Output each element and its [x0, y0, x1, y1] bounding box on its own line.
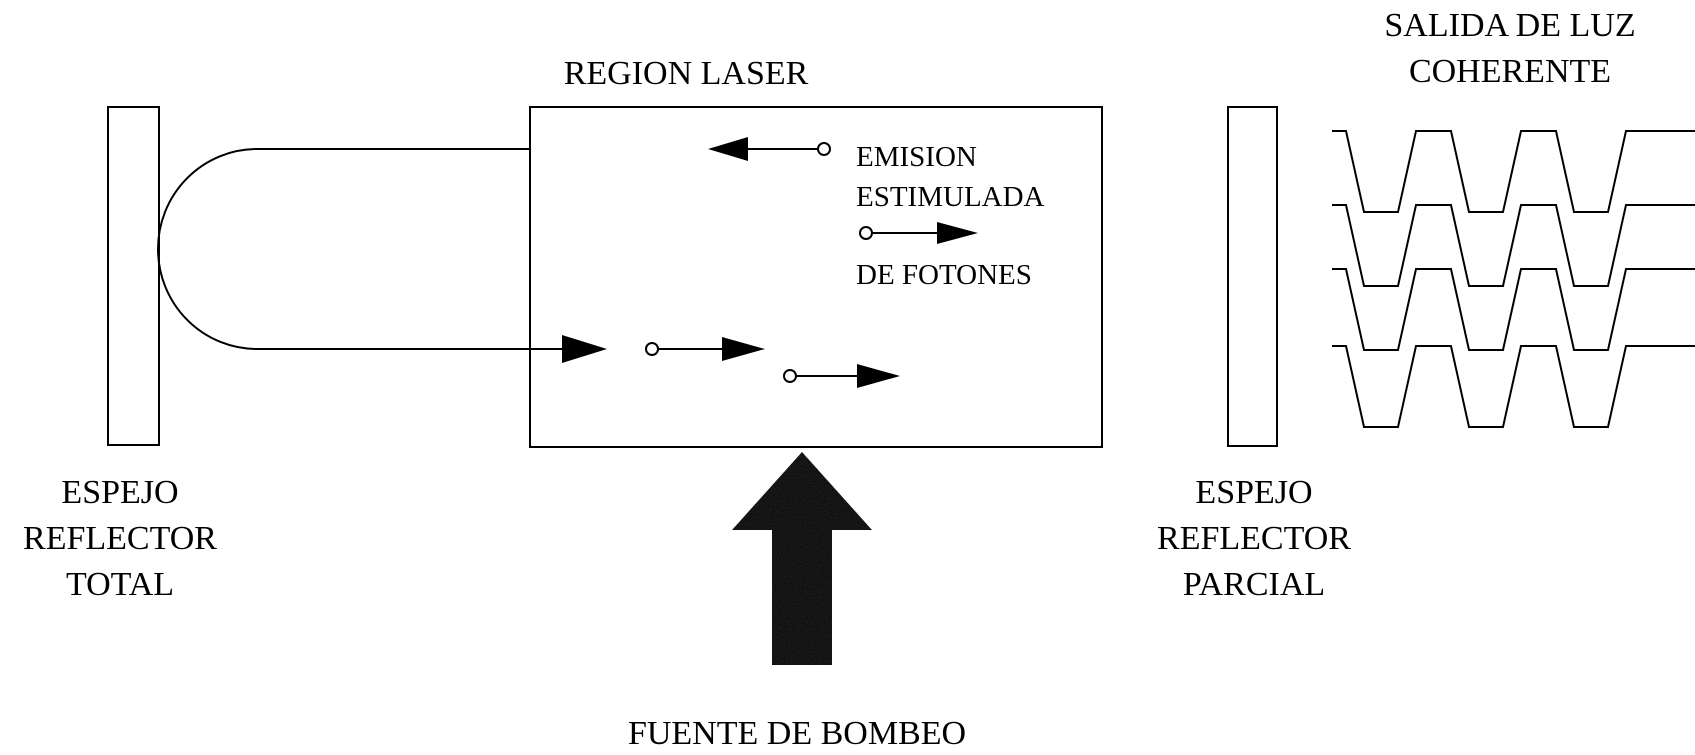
pump-label: FUENTE DE BOMBEO	[628, 715, 966, 750]
emission-label-line-1: EMISION	[856, 141, 977, 173]
pump-arrow-icon	[732, 452, 872, 665]
beam-arrowhead-icon	[562, 335, 607, 363]
output-title-line-2: COHERENTE	[1409, 53, 1611, 90]
total-reflector-mirror	[107, 106, 160, 446]
partial-reflector-mirror	[1227, 106, 1278, 447]
right-mirror-label-line-1: ESPEJO	[1195, 474, 1312, 511]
left-mirror-label-line-3: TOTAL	[66, 566, 174, 603]
region-title: REGION LASER	[564, 55, 809, 92]
output-title-line-1: SALIDA DE LUZ	[1384, 7, 1635, 44]
emission-label-line-2: ESTIMULADA	[856, 181, 1045, 213]
right-mirror-label-line-3: PARCIAL	[1183, 566, 1325, 603]
photon-arrow-icon	[708, 137, 831, 161]
laser-region-box	[529, 106, 1103, 448]
reflected-beam-path	[157, 148, 565, 350]
coherent-wave-icon	[1332, 130, 1695, 428]
photon-arrow-icon	[859, 222, 978, 244]
photon-arrow-icon	[645, 337, 765, 361]
right-mirror-label-line-2: REFLECTOR	[1157, 520, 1351, 557]
left-mirror-label-line-2: REFLECTOR	[23, 520, 217, 557]
photon-arrow-icon	[783, 364, 900, 388]
emission-label-line-3: DE FOTONES	[856, 259, 1032, 291]
left-mirror-label-line-1: ESPEJO	[61, 474, 178, 511]
